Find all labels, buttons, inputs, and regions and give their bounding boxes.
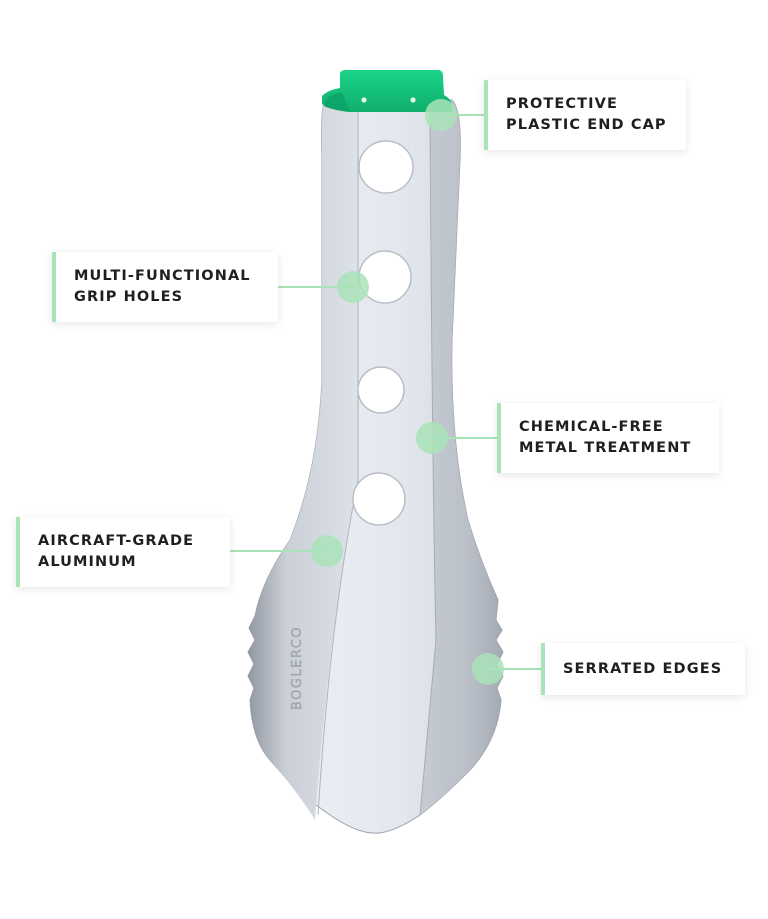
callout-metal-treatment: CHEMICAL-FREE METAL TREATMENT bbox=[497, 403, 719, 473]
callout-metal-treatment-line1: CHEMICAL-FREE bbox=[519, 419, 664, 435]
callout-end-cap: PROTECTIVE PLASTIC END CAP bbox=[484, 80, 686, 150]
callout-dot-aluminum bbox=[311, 535, 343, 567]
callout-grip-holes: MULTI-FUNCTIONAL GRIP HOLES bbox=[52, 252, 278, 322]
callout-dot-grip bbox=[337, 271, 369, 303]
callout-dot-cap bbox=[425, 99, 457, 131]
callout-serrated-edges-line1: SERRATED EDGES bbox=[563, 660, 723, 677]
callout-aluminum: AIRCRAFT-GRADE ALUMINUM bbox=[16, 517, 230, 587]
callout-aluminum-line1: AIRCRAFT-GRADE bbox=[38, 533, 195, 549]
trowel-body bbox=[247, 99, 504, 834]
brand-engraving: BOGLERCO bbox=[290, 626, 305, 710]
callout-dots bbox=[311, 99, 504, 685]
callout-dot-chemical bbox=[416, 422, 448, 454]
rivet-icon bbox=[410, 97, 416, 103]
callout-aluminum-line2: ALUMINUM bbox=[38, 554, 137, 570]
callout-end-cap-line2: PLASTIC END CAP bbox=[506, 117, 667, 133]
end-cap bbox=[322, 70, 452, 112]
callout-serrated-edges: SERRATED EDGES bbox=[541, 643, 745, 695]
callout-metal-treatment-line2: METAL TREATMENT bbox=[519, 440, 692, 456]
rivet-icon bbox=[361, 97, 367, 103]
callout-end-cap-line1: PROTECTIVE bbox=[506, 96, 618, 112]
callout-grip-holes-line1: MULTI-FUNCTIONAL bbox=[74, 268, 251, 284]
callout-grip-holes-line2: GRIP HOLES bbox=[74, 289, 184, 305]
callout-dot-serrated bbox=[472, 653, 504, 685]
